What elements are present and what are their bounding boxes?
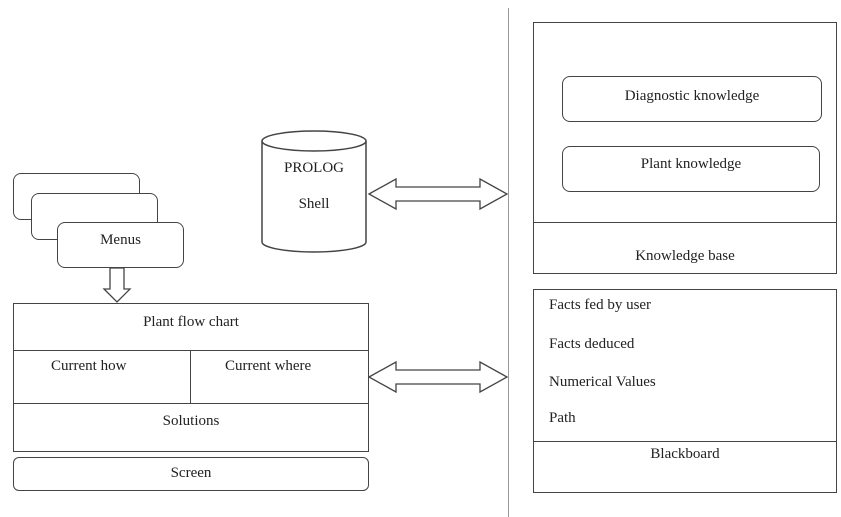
- screen-label: Screen: [170, 465, 212, 481]
- blackboard-item: Path: [549, 410, 576, 426]
- screen-divider-1: [13, 350, 369, 351]
- plant-knowledge-label: Plant knowledge: [640, 156, 742, 172]
- screen-block: [13, 303, 369, 452]
- diagnostic-knowledge-label: Diagnostic knowledge: [624, 88, 760, 104]
- blackboard-item: Numerical Values: [549, 374, 656, 390]
- screen-divider-2: [13, 403, 369, 404]
- current-how-label: Current how: [51, 358, 127, 374]
- knowledge-base-divider: [533, 222, 837, 223]
- blackboard-divider: [533, 441, 837, 442]
- screen-divider-vertical: [190, 350, 191, 403]
- menus-label: Menus: [100, 232, 141, 248]
- current-where-label: Current where: [225, 358, 312, 374]
- double-arrow-icon: [367, 177, 509, 211]
- divider-line: [508, 8, 509, 517]
- plant-knowledge-box: [562, 146, 820, 192]
- blackboard-label: Blackboard: [650, 446, 720, 462]
- diagnostic-knowledge-box: [562, 76, 822, 122]
- blackboard-item: Facts deduced: [549, 336, 635, 352]
- shell-label: Shell: [298, 196, 330, 212]
- plant-flow-chart-label: Plant flow chart: [143, 314, 239, 330]
- blackboard-item: Facts fed by user: [549, 297, 652, 313]
- double-arrow-icon: [367, 360, 509, 394]
- prolog-label: PROLOG: [283, 160, 344, 176]
- knowledge-base-label: Knowledge base: [635, 248, 735, 264]
- solutions-label: Solutions: [162, 413, 220, 429]
- blackboard-block: [533, 289, 837, 493]
- down-arrow-icon: [102, 267, 132, 303]
- screen-footer-bar: [13, 457, 369, 491]
